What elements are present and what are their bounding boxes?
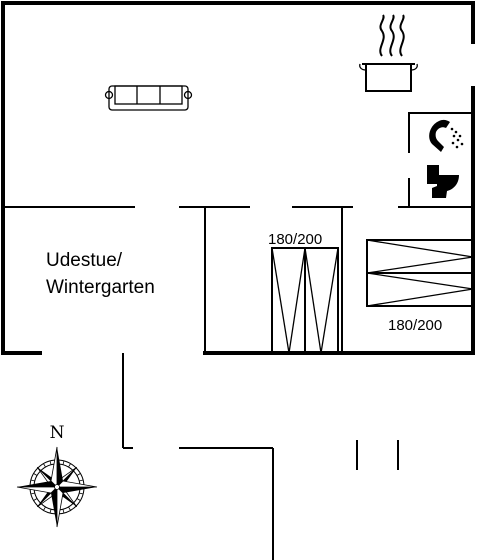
terrace-outline bbox=[122, 353, 399, 560]
compass-north-label: N bbox=[50, 423, 65, 443]
cooking-pot-icon bbox=[359, 14, 418, 92]
bed-b bbox=[366, 239, 474, 307]
shower-icon bbox=[429, 119, 464, 152]
room-label-sunroom-line1: Udestue/ bbox=[46, 250, 123, 271]
room-label-sunroom-line2: Wintergarten bbox=[46, 277, 155, 298]
bed-size-label-b: 180/200 bbox=[388, 317, 442, 334]
bed-size-label-a: 180/200 bbox=[268, 231, 322, 248]
compass-rose-icon bbox=[16, 446, 98, 528]
toilet-icon bbox=[427, 165, 459, 198]
interior-walls bbox=[3, 112, 473, 353]
bed-a bbox=[271, 247, 339, 354]
sofa-icon bbox=[104, 85, 193, 111]
